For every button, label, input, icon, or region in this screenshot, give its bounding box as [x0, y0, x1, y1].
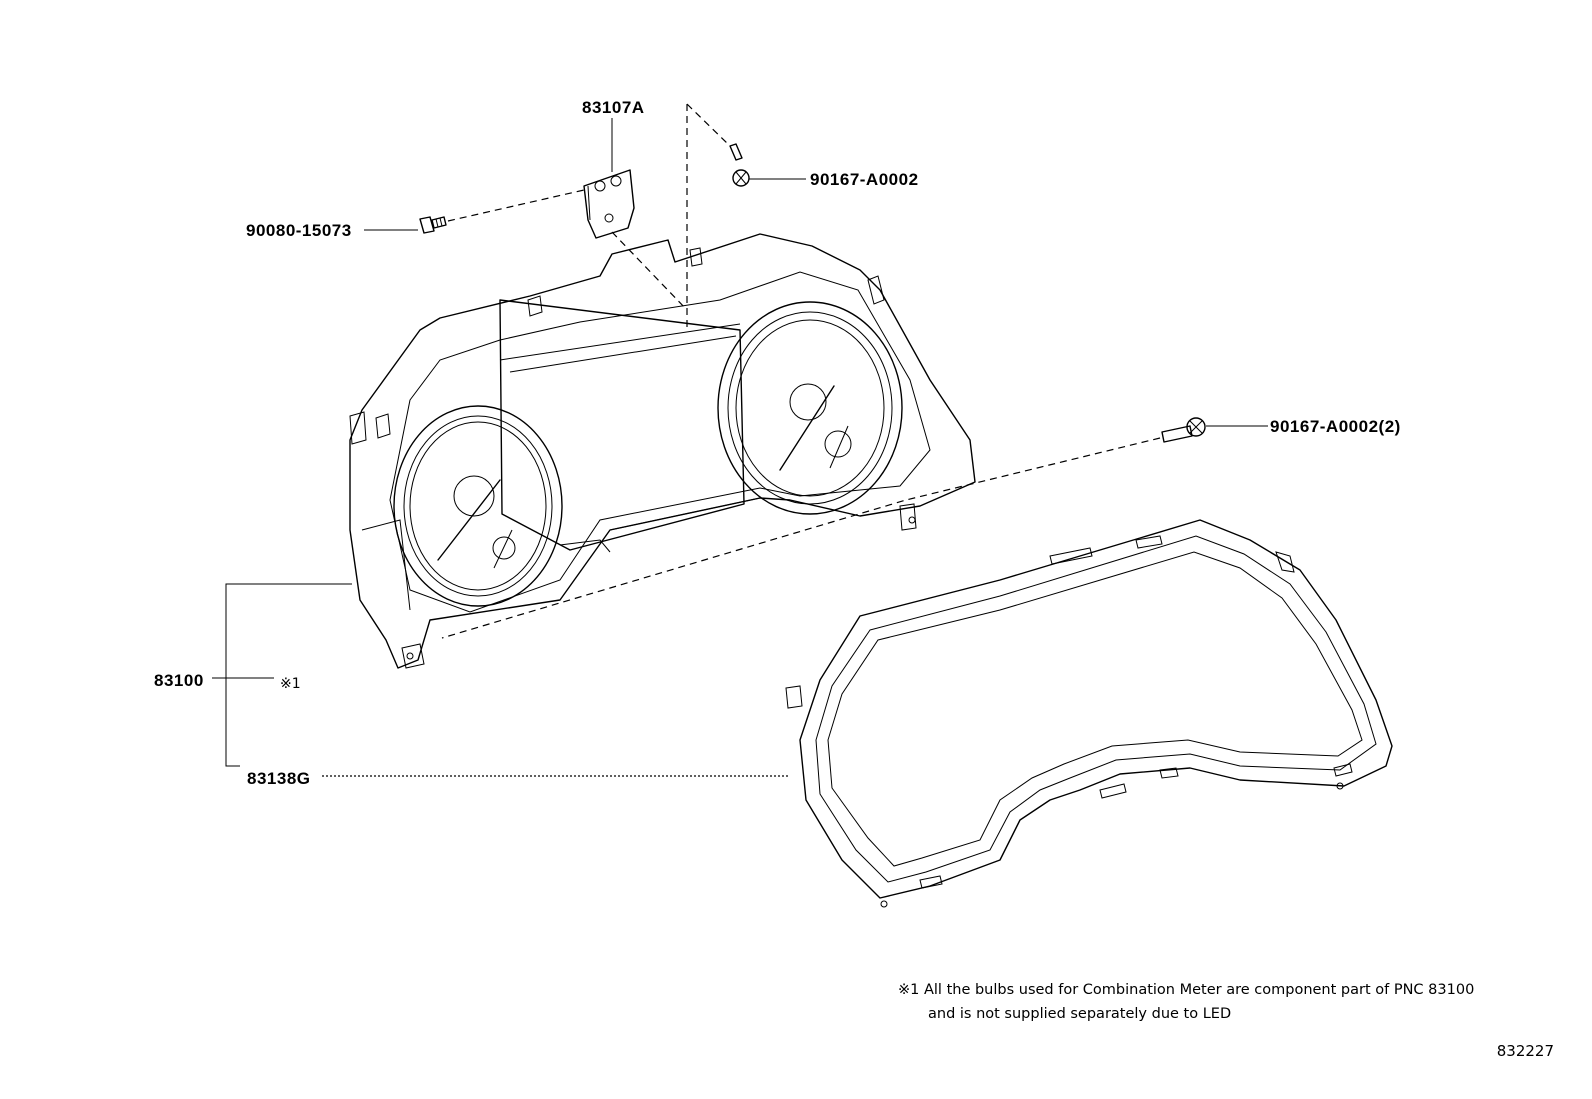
label-90080-15073: 90080-15073: [246, 221, 352, 240]
bracket-83107a-drawing: [583, 169, 635, 239]
footnote: ※1 All the bulbs used for Combination Me…: [898, 978, 1578, 1026]
label-83138g: 83138G: [247, 769, 311, 788]
screw-90167-top-drawing: [729, 143, 750, 187]
dashline-right-screw: [441, 437, 1161, 639]
label-83100: 83100: [154, 671, 204, 690]
screw-90167-right-drawing: [1161, 417, 1206, 443]
diagram-code: 832227: [1496, 1042, 1554, 1060]
label-note-ref: ※1: [280, 676, 301, 692]
dashline-bracket-meter: [611, 231, 688, 311]
label-90167-a0002-top: 90167-A0002: [810, 170, 919, 189]
footnote-line1: ※1 All the bulbs used for Combination Me…: [898, 982, 1475, 998]
label-90167-a0002-right: 90167-A0002(2): [1270, 417, 1401, 436]
combination-meter-drawing: [349, 233, 976, 669]
bracket-line-83100: [225, 583, 352, 767]
dashline-bracket-screw: [447, 189, 585, 222]
dashline-top-screw: [686, 103, 731, 147]
label-83107a: 83107A: [582, 98, 645, 117]
footnote-line2: and is not supplied separately due to LE…: [928, 1006, 1232, 1022]
meter-cover-drawing: [785, 519, 1393, 908]
screw-90080-drawing: [419, 216, 447, 234]
